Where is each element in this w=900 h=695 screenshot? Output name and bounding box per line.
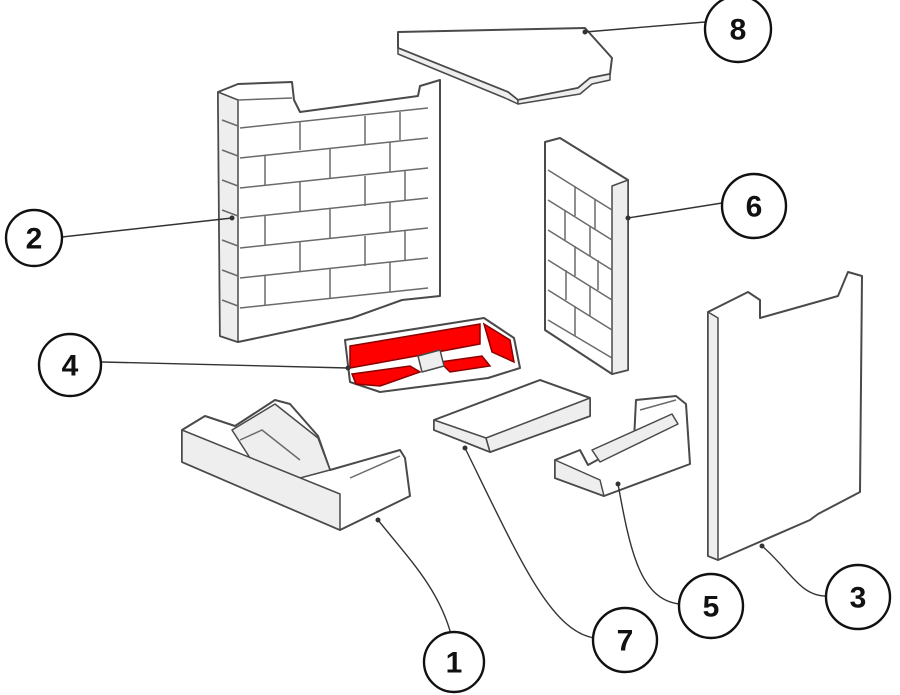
leader-4: [101, 361, 349, 369]
callout-label-2: 2: [26, 223, 43, 256]
leader-6: [627, 202, 723, 219]
part-1-front-base[interactable]: [181, 399, 411, 531]
part-3-side-panel[interactable]: [707, 271, 863, 561]
callout-8[interactable]: 8: [703, 0, 773, 64]
leader-2: [61, 217, 233, 238]
callout-2[interactable]: 2: [4, 208, 64, 268]
callout-label-8: 8: [730, 14, 747, 47]
callout-6[interactable]: 6: [720, 172, 788, 240]
leader-7: [464, 447, 595, 639]
leader-3: [761, 545, 827, 597]
leader-1: [377, 519, 453, 639]
callout-label-1: 1: [446, 647, 463, 680]
callout-4[interactable]: 4: [37, 332, 103, 398]
callout-label-7: 7: [617, 625, 634, 658]
leader-lines: [61, 21, 827, 639]
callout-label-6: 6: [746, 191, 763, 224]
callout-label-3: 3: [850, 582, 867, 615]
callout-label-4: 4: [62, 350, 79, 383]
leader-8: [584, 21, 706, 33]
part-5-side-base[interactable]: [554, 395, 691, 497]
part-2-brick-back-wall[interactable]: [217, 79, 441, 343]
callout-7[interactable]: 7: [591, 606, 659, 674]
callout-5[interactable]: 5: [677, 572, 745, 640]
part-4-rear-base-highlighted[interactable]: [344, 317, 521, 393]
leader-5: [617, 483, 681, 605]
callout-1[interactable]: 1: [422, 630, 486, 694]
callout-3[interactable]: 3: [824, 563, 892, 631]
part-8-top-plate[interactable]: [397, 27, 613, 105]
callout-label-5: 5: [703, 591, 720, 624]
part-6-brick-side-wall[interactable]: [544, 137, 629, 375]
part-7-base-block[interactable]: [433, 379, 591, 453]
